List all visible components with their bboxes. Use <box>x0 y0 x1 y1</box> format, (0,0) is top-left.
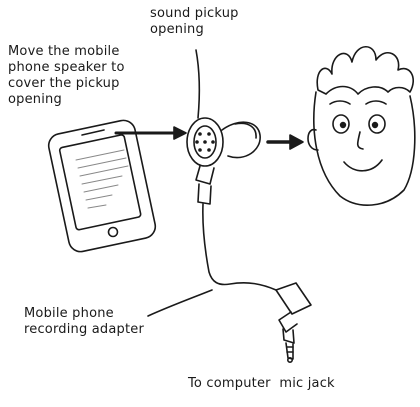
mic-jack-plug-icon <box>275 282 312 363</box>
earphone-pickup-icon <box>186 117 261 205</box>
pointer-adapter <box>147 289 213 317</box>
sound-pickup-label: sound pickup opening <box>150 6 239 37</box>
computer-mic-jack-label: To computer mic jack <box>188 376 335 391</box>
adapter-label: Mobile phone recording adapter <box>24 306 145 337</box>
screen-shading <box>75 149 129 209</box>
pickup-holes <box>195 132 215 152</box>
arrow-pickup-to-listener <box>266 134 304 150</box>
pointer-sound-pickup <box>195 49 201 119</box>
arrow-phone-to-pickup <box>114 126 187 140</box>
listener-face-icon <box>307 45 416 206</box>
instruction-label: Move the mobile phone speaker to cover t… <box>8 44 125 107</box>
earphone-cable <box>202 203 277 291</box>
mobile-phone-icon <box>47 119 157 253</box>
